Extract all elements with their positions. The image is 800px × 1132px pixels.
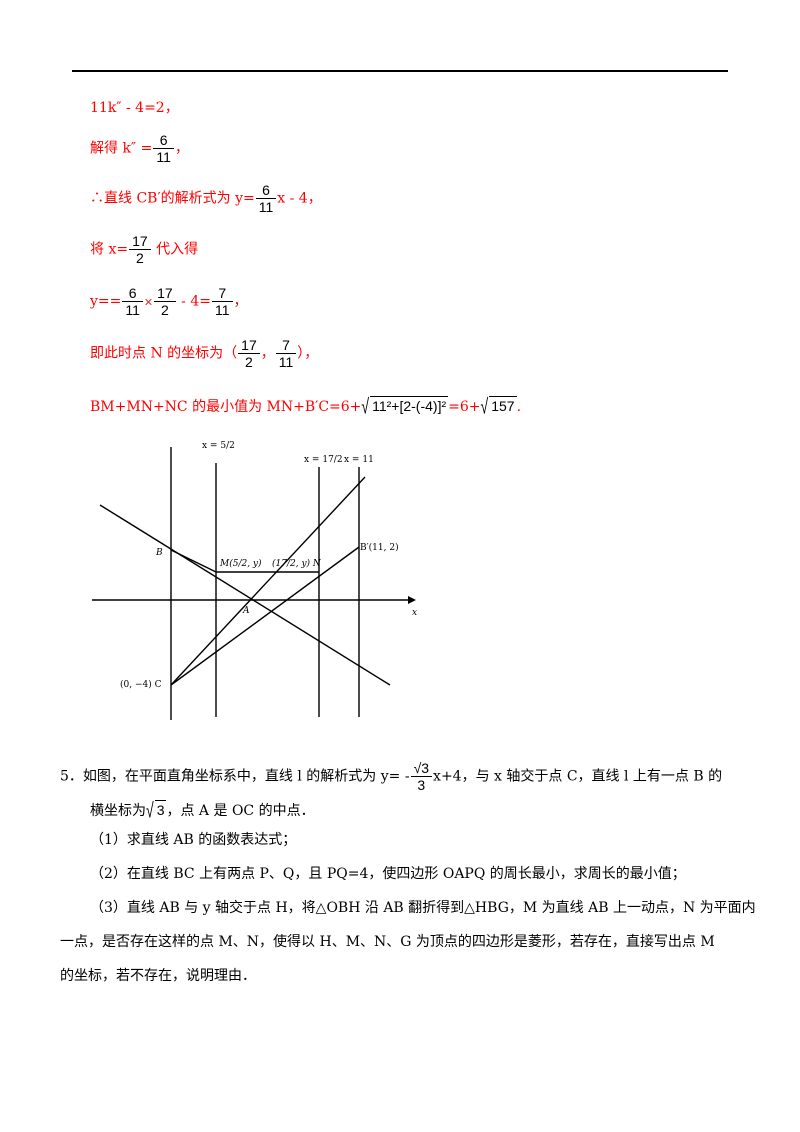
text: ，	[174, 140, 189, 157]
denominator: 11	[258, 199, 274, 215]
numerator: √3	[410, 760, 433, 777]
problem-5-part-3-line-3: 的坐标，若不存在，说明理由．	[60, 968, 256, 984]
numerator: 6	[122, 285, 143, 302]
label-point-b: B	[155, 548, 163, 558]
problem-5-part-1: （1）求直线 AB 的函数表达式；	[90, 832, 297, 848]
label-x-axis: x	[412, 608, 417, 618]
radicand: 11²+[2-(-4)]²	[370, 396, 449, 414]
problem-5-part-3-line-2: 一点，是否存在这样的点 M、N，使得以 H、M、N、G 为顶点的四边形是菱形，若…	[60, 934, 715, 950]
numerator: 7	[212, 285, 233, 302]
problem-5-part-2: （2）在直线 BC 上有两点 P、Q，且 PQ=4，使四边形 OAPQ 的周长最…	[90, 866, 686, 882]
text: x - 4，	[277, 190, 322, 207]
label-point-a: A	[242, 606, 250, 616]
problem-5-line-2: 横坐标为√3，点 A 是 OC 的中点．	[90, 798, 315, 822]
equation-text: 11k″ - 4=2，	[90, 100, 179, 116]
label-point-c: (0, −4) C	[120, 679, 162, 690]
square-root: √11²+[2-(-4)]²	[361, 394, 449, 418]
label-point-bprime: B′(11, 2)	[360, 542, 399, 553]
label-x-17-2: x = 17/2	[304, 455, 343, 465]
denominator: 2	[161, 302, 169, 318]
line-c-to-upper	[170, 476, 366, 686]
line-l-decreasing	[99, 504, 391, 686]
numerator: 17	[129, 233, 151, 250]
text: 将 x=	[90, 241, 129, 258]
coordinate-figure: x = 5/2 x = 17/2 x = 11 B A (0, −4) C B′…	[92, 441, 417, 720]
text: ，	[260, 345, 275, 362]
label-point-n: (17/2, y) N	[272, 558, 322, 569]
text: ），	[297, 345, 319, 362]
label-point-m: M(5/2, y)	[219, 558, 262, 569]
numerator: 17	[238, 337, 260, 354]
denominator: 2	[245, 354, 253, 370]
text: 5．如图，在平面直角坐标系中，直线 l 的解析式为 y= -	[60, 768, 410, 785]
radical-sign-icon: √	[146, 798, 154, 822]
denominator: 11	[156, 149, 171, 165]
label-x-5-2: x = 5/2	[202, 441, 235, 451]
denominator: 11	[278, 354, 294, 370]
text: ，点 A 是 OC 的中点．	[166, 803, 315, 819]
radical-sign-icon: √	[361, 394, 370, 418]
text: 横坐标为	[90, 803, 146, 819]
text: ，	[233, 293, 248, 310]
text: x+4，与 x 轴交于点 C，直线 l 上有一点 B 的	[433, 768, 723, 785]
x-axis-arrow-icon	[408, 596, 416, 604]
radicand: 3	[154, 800, 167, 818]
numerator: 7	[275, 337, 297, 354]
square-root: √157	[481, 394, 517, 418]
text: 代入得	[151, 241, 199, 258]
denominator: 11	[125, 302, 140, 318]
text: - 4=	[176, 293, 211, 310]
solution-line-7: BM+MN+NC 的最小值为 MN+B′C=6+√11²+[2-(-4)]²=6…	[90, 394, 522, 418]
denominator: 3	[417, 777, 426, 793]
radical-sign-icon: √	[480, 394, 489, 418]
text: .	[516, 399, 522, 415]
numerator: 6	[255, 182, 277, 199]
text: BM+MN+NC 的最小值为 MN+B′C=6+	[90, 399, 362, 415]
square-root: √3	[146, 798, 167, 822]
times-sign: ×	[143, 295, 154, 309]
text: 解得 k″ =	[90, 140, 153, 157]
text: =6+	[448, 399, 481, 415]
text: 即此时点 N 的坐标为（	[90, 345, 238, 362]
label-x-11: x = 11	[344, 455, 374, 465]
problem-5-part-3-line-1: （3）直线 AB 与 y 轴交于点 H，将△OBH 沿 AB 翻折得到△HBG，…	[90, 900, 756, 916]
text: y==	[90, 293, 122, 310]
line-b-to-m	[170, 549, 217, 573]
radicand: 157	[489, 396, 517, 414]
solution-line-1: 11k″ - 4=2，	[90, 98, 179, 118]
line-c-to-bprime	[170, 546, 360, 686]
numerator: 6	[153, 132, 174, 149]
denominator: 2	[135, 250, 144, 266]
numerator: 17	[154, 285, 176, 302]
text: ∴直线 CB′的解析式为 y=	[90, 190, 255, 207]
header-rule	[72, 70, 728, 72]
denominator: 11	[215, 302, 230, 318]
